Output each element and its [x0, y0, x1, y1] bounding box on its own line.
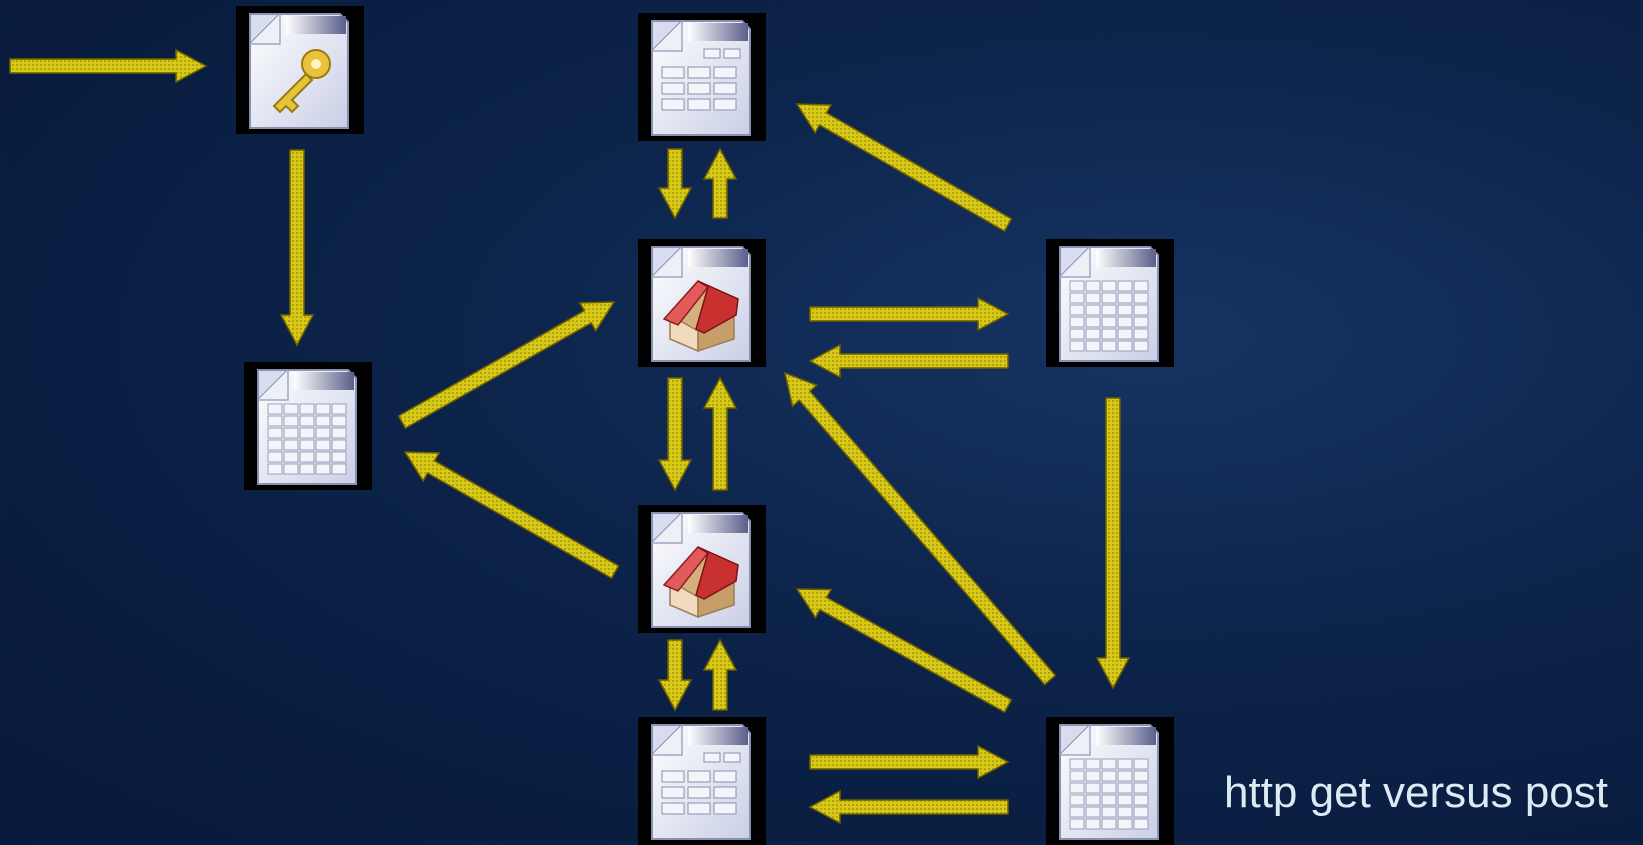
home-document-icon: [638, 239, 766, 367]
arrow-home2-to-grid1: [403, 451, 620, 580]
arrow-home1-to-form1: [657, 148, 693, 220]
form-document-icon: [638, 717, 766, 845]
arrow-form1-to-home1: [702, 147, 738, 219]
form-document-icon: [638, 13, 766, 141]
arrow-grid3-to-home1: [783, 371, 1057, 686]
arrow-form2-to-grid3: [809, 744, 1010, 780]
arrow-home1-to-grid2: [809, 296, 1010, 332]
home-document-icon: [638, 505, 766, 633]
arrow-grid3-to-home2: [795, 588, 1013, 714]
spreadsheet-document-icon: [1046, 717, 1174, 845]
diagram-caption: http get versus post: [1224, 768, 1608, 817]
arrow-key-to-grid1: [279, 149, 315, 347]
arrow-grid2-to-home1: [808, 343, 1009, 379]
arrow-form2-to-home2: [702, 638, 738, 711]
arrow-grid3-to-form2: [808, 789, 1009, 825]
arrow-home2-to-home1: [702, 376, 738, 491]
arrow-entry-to-key: [9, 48, 208, 84]
arrow-home1-to-home2: [657, 377, 693, 492]
key-document-icon: [236, 6, 364, 134]
spreadsheet-document-icon: [1046, 239, 1174, 367]
arrow-grid2-to-form1: [795, 103, 1013, 233]
spreadsheet-document-icon: [244, 362, 372, 490]
arrow-home2-to-form2: [657, 639, 693, 712]
arrow-grid1-to-home1: [397, 301, 616, 430]
arrow-grid2-to-grid3: [1095, 397, 1131, 690]
